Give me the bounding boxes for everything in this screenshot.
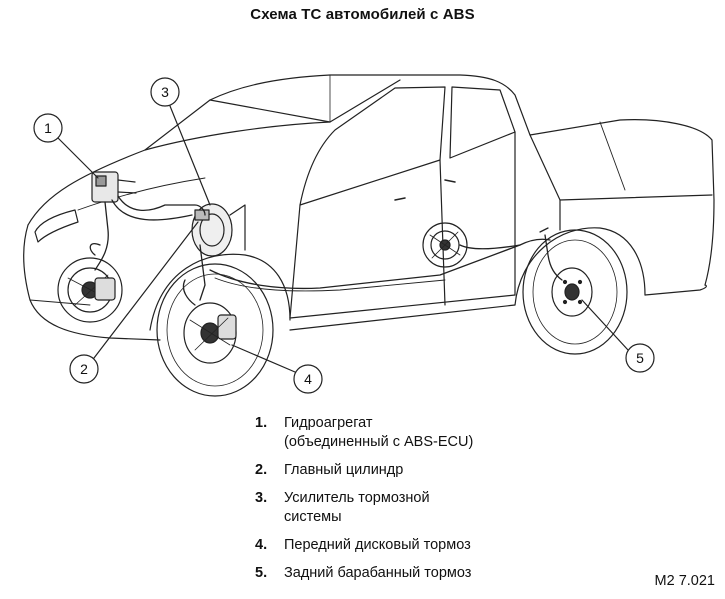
legend-item-4: 4. Передний дисковый тормоз	[255, 536, 555, 555]
callout-1: 1	[33, 113, 99, 179]
legend-text: системы	[284, 509, 342, 525]
callout-3: 3	[150, 77, 211, 206]
front-right-wheel	[156, 263, 274, 397]
legend-number: 4.	[255, 537, 268, 553]
legend-text: Гидроагрегат	[284, 415, 373, 431]
callout-4-label: 4	[304, 371, 312, 387]
legend-number: 3.	[255, 490, 268, 506]
callout-5-label: 5	[636, 350, 644, 366]
legend-number: 2.	[255, 462, 268, 478]
figure-code: M2 7.021	[654, 573, 715, 589]
legend-item-1: 1. Гидроагрегат (объединенный с ABS-ECU)	[255, 414, 555, 452]
callout-1-label: 1	[44, 120, 52, 136]
diagram-title: Схема ТС автомобилей с ABS	[250, 6, 475, 23]
hydraulic-unit	[91, 171, 137, 203]
legend-item-5: 5. Задний барабанный тормоз	[255, 564, 555, 583]
callout-5: 5	[581, 299, 655, 373]
legend-item-3: 3. Усилитель тормозной системы	[255, 489, 555, 527]
callout-2-label: 2	[80, 361, 88, 377]
rear-right-drum-brake	[522, 229, 628, 355]
legend-text: Усилитель тормозной	[284, 490, 430, 506]
legend-text: (объединенный с ABS-ECU)	[284, 434, 474, 450]
rear-left-drum-brake	[422, 222, 468, 268]
callout-2: 2	[69, 221, 199, 384]
truck-bed	[529, 134, 713, 201]
legend-text: Главный цилиндр	[284, 462, 404, 478]
vehicle-brake-diagram: 1 2 3 4 5	[23, 74, 715, 397]
brake-booster	[191, 203, 246, 257]
legend-item-2: 2. Главный цилиндр	[255, 461, 555, 480]
legend-text: Передний дисковый тормоз	[284, 537, 471, 553]
legend-number: 1.	[255, 415, 268, 431]
hood-outline	[27, 74, 715, 286]
legend-number: 5.	[255, 565, 268, 581]
callout-3-label: 3	[161, 84, 169, 100]
rear-door-window	[449, 86, 516, 159]
headlight	[34, 209, 79, 243]
front-left-disc-brake	[57, 257, 123, 323]
vehicle-body	[23, 74, 715, 341]
legend-list: 1. Гидроагрегат (объединенный с ABS-ECU)…	[255, 414, 555, 592]
rocker-panel	[289, 304, 516, 331]
windshield	[144, 79, 401, 151]
legend-text: Задний барабанный тормоз	[284, 565, 472, 581]
brake-lines	[89, 195, 563, 306]
front-door-window	[299, 86, 446, 206]
callout-4: 4	[231, 344, 323, 394]
